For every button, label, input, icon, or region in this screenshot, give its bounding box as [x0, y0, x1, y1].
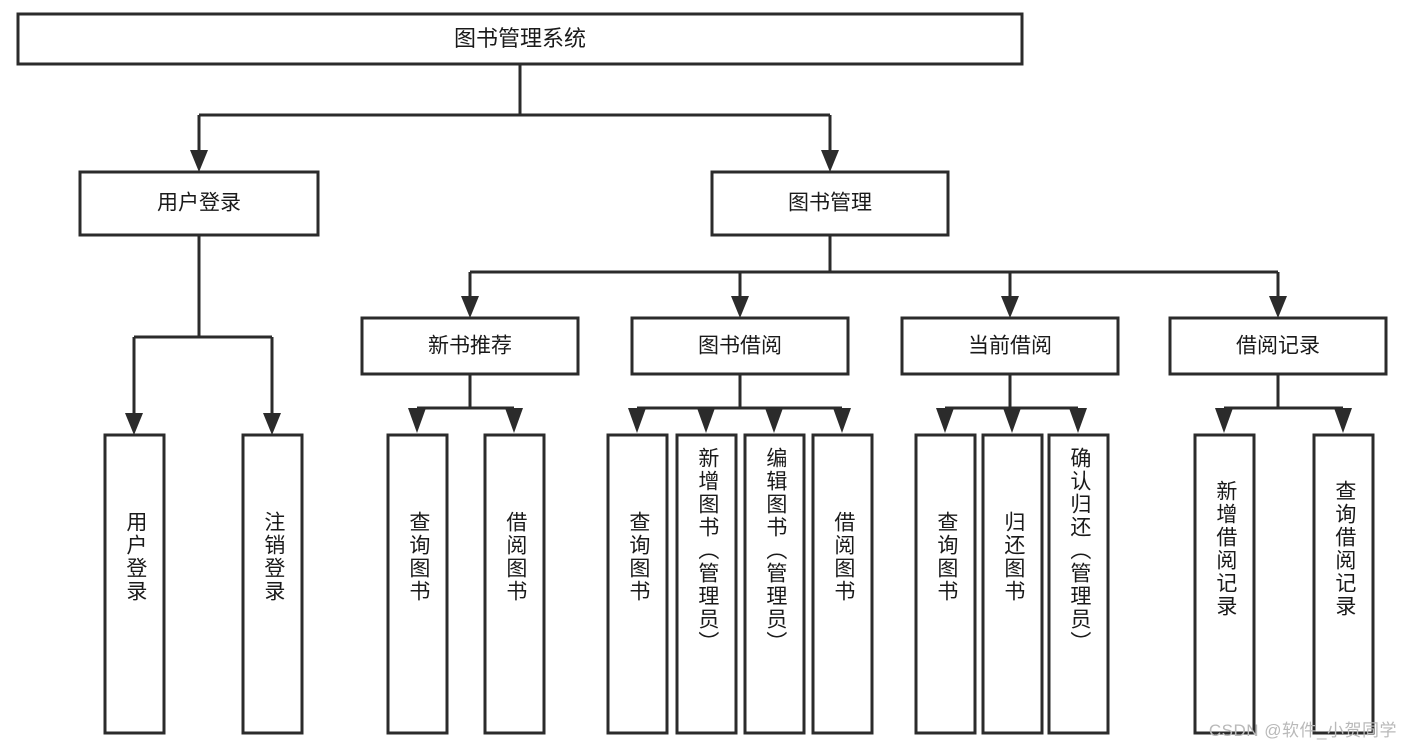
leaf-box-logout[interactable]	[241, 433, 304, 735]
node-book-mgmt-label: 图书管理	[788, 192, 872, 215]
node-root[interactable]: 图书管理系统	[16, 12, 1024, 66]
leaf-box-cb-return-book[interactable]	[981, 433, 1044, 735]
node-borrow-record-box[interactable]	[1168, 316, 1388, 376]
node-user-login[interactable]: 用户登录	[78, 170, 320, 237]
arrowhead-book-mgmt	[821, 150, 839, 172]
leaf-group-user-login	[103, 433, 304, 735]
node-current-borrow-box[interactable]	[900, 316, 1120, 376]
node-root-box[interactable]	[16, 12, 1024, 66]
leaf-box-bb-query-book[interactable]	[606, 433, 669, 735]
node-borrow-record-label: 借阅记录	[1236, 335, 1320, 358]
arrowhead-bb-leaf-2	[697, 408, 715, 433]
arrowhead-br-leaf-1	[1215, 408, 1233, 433]
node-book-borrow[interactable]: 图书借阅	[630, 316, 850, 376]
node-book-mgmt-box[interactable]	[710, 170, 950, 237]
node-user-login-label: 用户登录	[157, 192, 241, 215]
node-root-label: 图书管理系统	[454, 26, 586, 51]
node-new-book-recommend-box[interactable]	[360, 316, 580, 376]
arrowhead-bb-leaf-1	[628, 408, 646, 433]
node-book-borrow-box[interactable]	[630, 316, 850, 376]
node-current-borrow[interactable]: 当前借阅	[900, 316, 1120, 376]
leaf-box-nbr-borrow-book[interactable]	[483, 433, 546, 735]
node-new-book-recommend[interactable]: 新书推荐	[360, 316, 580, 376]
connector-group-book-borrow	[628, 374, 851, 433]
node-book-borrow-label: 图书借阅	[698, 335, 782, 358]
arrowhead-cb-leaf-1	[936, 408, 954, 433]
arrowhead-br-leaf-2	[1334, 408, 1352, 433]
leaf-box-cb-confirm-return[interactable]	[1047, 433, 1110, 735]
arrowhead-leaf-logout	[263, 413, 281, 435]
leaf-group-current-borrow	[914, 433, 1110, 735]
node-current-borrow-label: 当前借阅	[968, 335, 1052, 358]
arrowhead-cb-leaf-2	[1003, 408, 1021, 433]
leaf-box-nbr-query-book[interactable]	[386, 433, 449, 735]
arrowhead-user-login	[190, 150, 208, 172]
leaf-box-bb-borrow-book[interactable]	[811, 433, 874, 735]
arrowhead-book-borrow	[731, 296, 749, 318]
arrowhead-nbr-leaf-1	[408, 408, 426, 433]
connector-group-current-borrow	[936, 374, 1087, 433]
leaf-box-bb-add-book[interactable]	[675, 433, 738, 735]
connector-group-user-login	[125, 235, 281, 435]
node-book-mgmt[interactable]: 图书管理	[710, 170, 950, 237]
arrowhead-bb-leaf-4	[833, 408, 851, 433]
leaf-box-br-query-record[interactable]	[1312, 433, 1375, 735]
connector-group-new-book-recommend	[408, 374, 523, 433]
arrowhead-nbr-leaf-2	[505, 408, 523, 433]
leaf-group-borrow-record	[1193, 433, 1375, 735]
leaf-group-book-borrow	[606, 433, 874, 735]
node-user-login-box[interactable]	[78, 170, 320, 237]
connector-group-borrow-record	[1215, 374, 1352, 433]
arrowhead-bb-leaf-3	[765, 408, 783, 433]
arrowhead-borrow-record	[1269, 296, 1287, 318]
connector-group-root	[190, 64, 839, 172]
leaf-box-bb-edit-book[interactable]	[743, 433, 806, 735]
connector-group-book-mgmt	[461, 235, 1287, 318]
leaf-box-cb-query-book[interactable]	[914, 433, 977, 735]
arrowhead-cb-leaf-3	[1069, 408, 1087, 433]
arrowhead-leaf-user-login	[125, 413, 143, 435]
leaf-box-user-login[interactable]	[103, 433, 166, 735]
leaf-box-br-add-record[interactable]	[1193, 433, 1256, 735]
node-new-book-recommend-label: 新书推荐	[428, 335, 512, 358]
arrowhead-current-borrow	[1001, 296, 1019, 318]
arrowhead-new-book-recommend	[461, 296, 479, 318]
node-borrow-record[interactable]: 借阅记录	[1168, 316, 1388, 376]
leaf-group-new-book-recommend	[386, 433, 546, 735]
